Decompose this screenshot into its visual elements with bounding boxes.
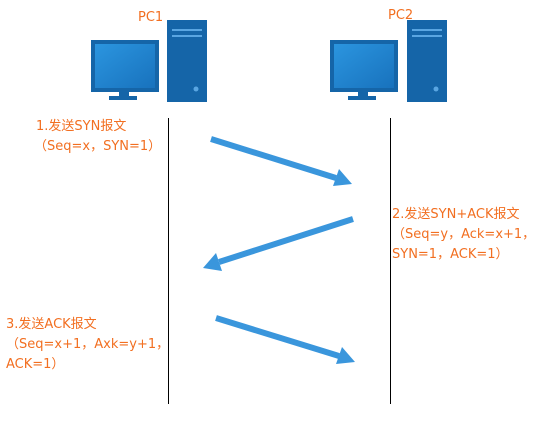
pc2-tower-icon <box>407 20 447 102</box>
step-2-params-line-2: SYN=1，ACK=1） <box>392 247 509 262</box>
step-3-params-line-1: （Seq=x+1，Axk=y+1， <box>6 337 170 352</box>
step-3-arrow <box>215 315 355 364</box>
step-3-title: 3.发送ACK报文 <box>6 317 97 332</box>
step-1-title: 1.发送SYN报文 <box>36 119 127 134</box>
pc1-computer-icon <box>91 20 207 102</box>
step-2-note: 2.发送SYN+ACK报文 （Seq=y，Ack=x+1， SYN=1，ACK=… <box>392 205 535 265</box>
step-2-title: 2.发送SYN+ACK报文 <box>392 207 520 222</box>
pc2-label: PC2 <box>388 8 414 23</box>
step-3-note: 3.发送ACK报文 （Seq=x+1，Axk=y+1， ACK=1） <box>6 315 169 375</box>
step-1-params: （Seq=x，SYN=1） <box>34 139 162 154</box>
step-3-params-line-2: ACK=1） <box>6 357 65 372</box>
pc1-label: PC1 <box>138 10 164 25</box>
pc1-tower-icon <box>167 20 207 102</box>
step-2-params-line-1: （Seq=y，Ack=x+1， <box>392 227 536 242</box>
step-1-arrow <box>210 136 352 186</box>
step-1-note: 1.发送SYN报文 （Seq=x，SYN=1） <box>34 117 162 157</box>
step-2-arrow <box>203 216 354 271</box>
pc2-computer-icon <box>330 20 447 102</box>
